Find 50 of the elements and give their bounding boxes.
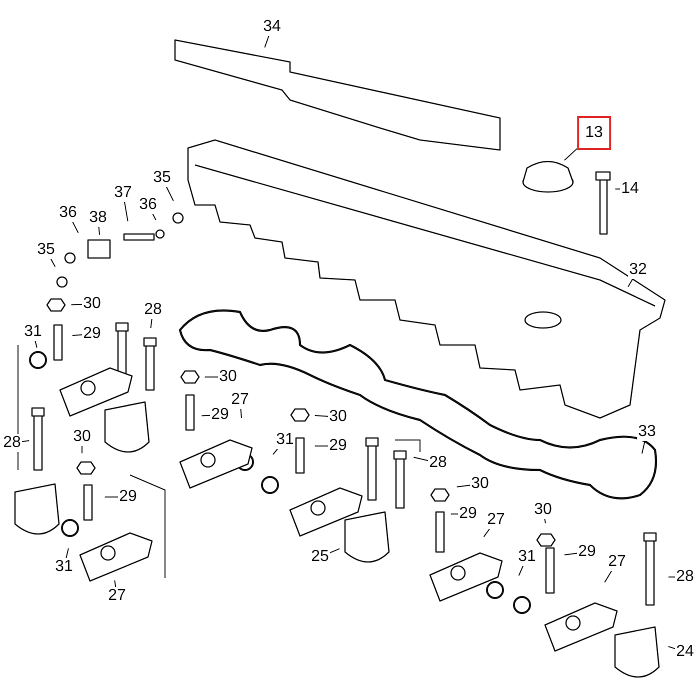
leader-line xyxy=(72,222,79,234)
leader-line xyxy=(152,214,156,220)
leader-line xyxy=(604,570,612,583)
leader-line xyxy=(70,304,83,306)
leader-line xyxy=(272,448,278,455)
callout-number: 28 xyxy=(2,434,22,452)
callout-number: 13 xyxy=(577,116,611,150)
leader-line xyxy=(314,415,329,417)
leader-line xyxy=(66,548,69,558)
leader-line xyxy=(166,186,174,202)
leader-line xyxy=(456,484,471,488)
callout-number: 32 xyxy=(628,261,648,279)
leader-line xyxy=(564,148,578,161)
callout-number: 27 xyxy=(607,553,627,571)
callout-number: 30 xyxy=(533,501,553,519)
leader-line xyxy=(98,226,100,236)
leader-line xyxy=(204,376,219,378)
leader-line xyxy=(264,36,270,48)
leader-line xyxy=(518,566,524,576)
leader-line xyxy=(114,580,116,588)
leader-line xyxy=(413,456,429,462)
leader-line xyxy=(668,576,676,578)
leader-line xyxy=(641,440,646,454)
leader-line xyxy=(544,518,546,524)
callout-number: 35 xyxy=(152,169,172,187)
leader-line xyxy=(564,552,578,556)
callout-number: 36 xyxy=(138,196,158,214)
callout-number: 37 xyxy=(113,184,133,202)
leader-line xyxy=(150,318,152,328)
callout-number: 36 xyxy=(58,204,78,222)
leader-line xyxy=(668,646,676,650)
leader-line xyxy=(483,528,490,538)
callout-number: 31 xyxy=(275,431,295,449)
callout-number: 27 xyxy=(486,511,506,529)
leader-line xyxy=(329,548,340,554)
leader-line xyxy=(72,334,83,336)
leader-line xyxy=(104,496,119,498)
leader-line xyxy=(201,414,211,416)
leader-line xyxy=(34,340,38,348)
callout-number: 31 xyxy=(517,548,537,566)
callout-number: 34 xyxy=(262,18,282,36)
leader-line xyxy=(124,202,128,222)
callout-number: 35 xyxy=(36,241,56,259)
leader-line xyxy=(240,408,242,418)
callout-number: 33 xyxy=(637,423,657,441)
callout-number: 31 xyxy=(23,323,43,341)
leader-line xyxy=(21,440,30,442)
leader-line xyxy=(614,188,621,190)
leader-line xyxy=(50,258,56,268)
leader-line xyxy=(628,278,634,288)
